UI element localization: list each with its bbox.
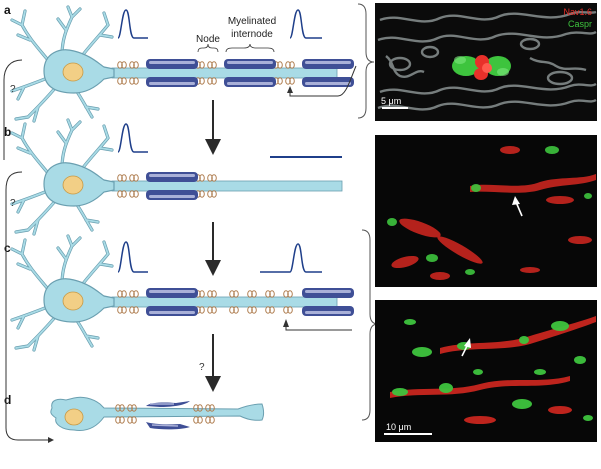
node-brace <box>197 43 219 53</box>
link-arrow-c <box>285 322 352 331</box>
scale-label-bottom: 10 μm <box>386 422 411 432</box>
action-potential-trace <box>289 9 322 39</box>
link-arrow-a <box>289 65 357 97</box>
bracket-a-to-d <box>3 59 23 160</box>
brace-top <box>357 3 375 119</box>
action-potential-trace <box>117 241 148 273</box>
panel-letter-c: c <box>4 241 11 255</box>
axon <box>111 296 338 308</box>
internode-label: internode <box>231 29 273 40</box>
nav-signal <box>474 55 492 80</box>
panel-b: b <box>4 118 343 236</box>
axon <box>111 67 338 79</box>
internode-brace <box>225 43 275 53</box>
axon <box>111 180 343 192</box>
bracket-b-to-d <box>5 171 52 441</box>
nucleus <box>64 408 84 426</box>
myelinated-label: Myelinated <box>228 16 276 27</box>
micrograph-demyelinated <box>375 135 597 287</box>
panel-letter-d: d <box>4 393 11 407</box>
node-label: Node <box>196 34 220 45</box>
panel-letter-a: a <box>4 3 11 17</box>
question-mark-ab: ? <box>10 84 16 95</box>
legend-nav16: Nav1.6 <box>563 7 592 17</box>
question-mark-bc: ? <box>10 198 16 209</box>
neuron-a <box>10 5 354 123</box>
action-potential-trace <box>117 9 148 39</box>
micrograph-remyelinated: 10 μm <box>375 300 597 442</box>
micrograph-node: Nav1.6 Caspr 5 μm <box>375 3 597 121</box>
degenerating-neuron <box>50 396 264 431</box>
action-potential-trace <box>117 123 148 153</box>
legend-caspr: Caspr <box>568 19 592 29</box>
panel-a: a Node Myelinated internode <box>4 3 357 123</box>
panel-letter-b: b <box>4 125 11 139</box>
action-potential-trace <box>260 243 322 273</box>
question-mark-cd: ? <box>199 362 205 373</box>
panel-d: d <box>4 393 264 431</box>
caspr-signal <box>452 56 511 76</box>
panel-c: c <box>4 234 354 352</box>
scale-label-top: 5 μm <box>381 96 401 106</box>
neuron-c <box>10 234 354 352</box>
neuron-b <box>10 118 343 236</box>
